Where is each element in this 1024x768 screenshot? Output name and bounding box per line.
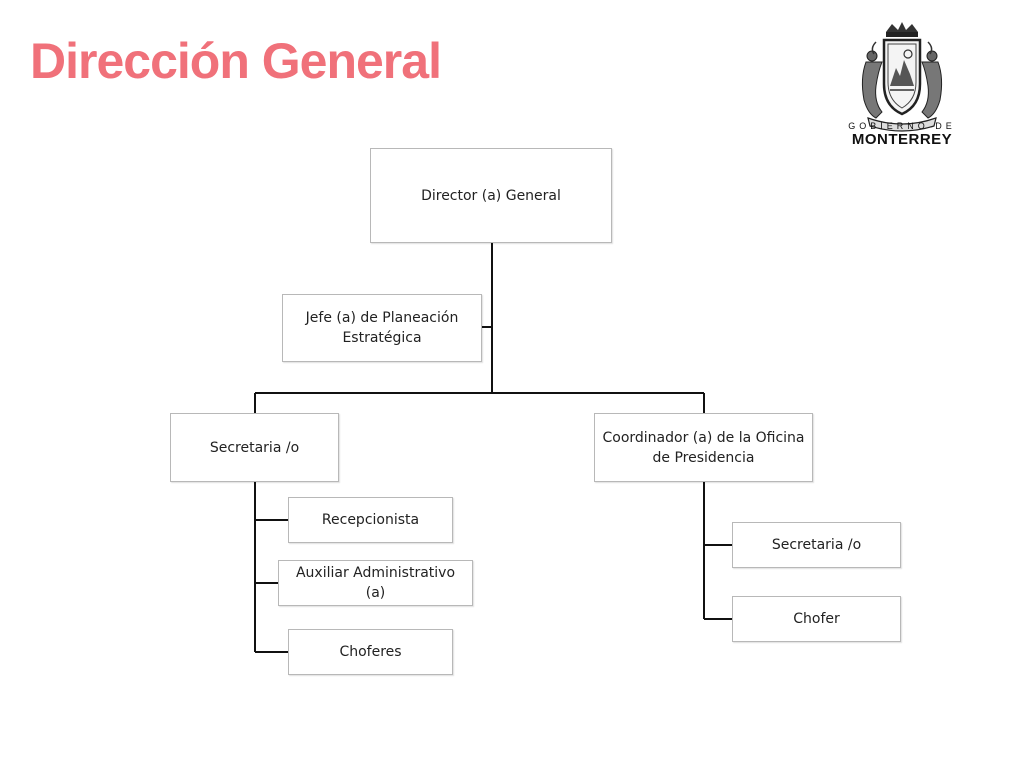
org-node-chofer: Chofer [732, 596, 901, 642]
org-node-planeacion: Jefe (a) de Planeación Estratégica [282, 294, 482, 362]
slide-title: Dirección General [30, 33, 442, 89]
monterrey-coat-of-arms-icon [861, 22, 943, 132]
logo-text-gobierno-de: GOBIERNO DE [848, 121, 956, 131]
org-node-auxiliar: Auxiliar Administrativo (a) [278, 560, 473, 606]
org-node-director: Director (a) General [370, 148, 612, 243]
org-node-secretaria-left: Secretaria /o [170, 413, 339, 482]
org-node-choferes: Choferes [288, 629, 453, 675]
org-node-secretaria-right: Secretaria /o [732, 522, 901, 568]
org-node-recepcionista: Recepcionista [288, 497, 453, 543]
logo-text-monterrey: MONTERREY [851, 131, 953, 148]
org-node-coordinador: Coordinador (a) de la Oficina de Preside… [594, 413, 813, 482]
